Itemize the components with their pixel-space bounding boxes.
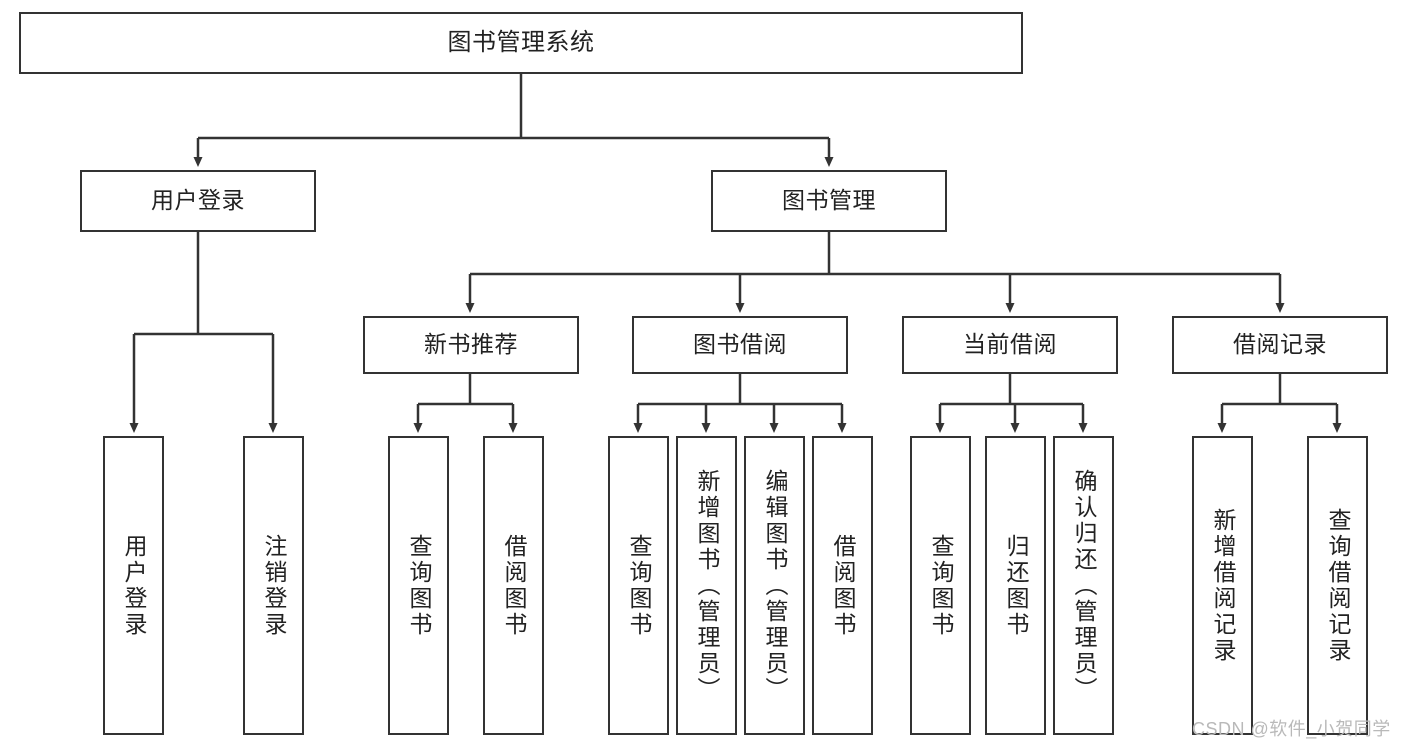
node-leaf-user-logout[interactable]: 注销登录: [243, 436, 304, 735]
node-label: 确认归还（管理员）: [1071, 468, 1097, 703]
node-user-login[interactable]: 用户登录: [80, 170, 316, 232]
node-leaf-add-book[interactable]: 新增图书（管理员）: [676, 436, 737, 735]
node-leaf-add-record[interactable]: 新增借阅记录: [1192, 436, 1253, 735]
node-label: 新书推荐: [424, 331, 518, 358]
node-label: 图书管理系统: [447, 28, 595, 56]
node-root-system[interactable]: 图书管理系统: [19, 12, 1023, 74]
node-borrow-record[interactable]: 借阅记录: [1172, 316, 1388, 374]
node-leaf-query-book-2[interactable]: 查询图书: [608, 436, 669, 735]
node-leaf-edit-book[interactable]: 编辑图书（管理员）: [744, 436, 805, 735]
node-leaf-query-book-3[interactable]: 查询图书: [910, 436, 971, 735]
node-leaf-return-book[interactable]: 归还图书: [985, 436, 1046, 735]
node-label: 新增图书（管理员）: [694, 468, 720, 703]
node-leaf-query-book-1[interactable]: 查询图书: [388, 436, 449, 735]
node-label: 借阅图书: [830, 533, 856, 638]
node-leaf-user-login[interactable]: 用户登录: [103, 436, 164, 735]
csdn-watermark: CSDN @软件_小贺同学: [1192, 719, 1391, 739]
node-label: 新增借阅记录: [1210, 507, 1236, 664]
node-label: 归还图书: [1003, 533, 1029, 638]
node-leaf-borrow-book-1[interactable]: 借阅图书: [483, 436, 544, 735]
node-new-book-recommend[interactable]: 新书推荐: [363, 316, 579, 374]
node-label: 图书管理: [782, 187, 876, 214]
node-label: 编辑图书（管理员）: [762, 468, 788, 703]
node-leaf-confirm-return[interactable]: 确认归还（管理员）: [1053, 436, 1114, 735]
node-label: 查询图书: [626, 533, 652, 638]
node-label: 查询图书: [406, 533, 432, 638]
node-label: 图书借阅: [693, 331, 787, 358]
node-label: 借阅记录: [1233, 331, 1327, 358]
node-label: 用户登录: [151, 187, 245, 214]
node-label: 当前借阅: [963, 331, 1057, 358]
node-book-borrow[interactable]: 图书借阅: [632, 316, 848, 374]
node-current-borrow[interactable]: 当前借阅: [902, 316, 1118, 374]
node-label: 用户登录: [121, 533, 147, 638]
node-label: 借阅图书: [501, 533, 527, 638]
node-label: 注销登录: [261, 533, 287, 638]
node-label: 查询图书: [928, 533, 954, 638]
node-leaf-query-record[interactable]: 查询借阅记录: [1307, 436, 1368, 735]
node-label: 查询借阅记录: [1325, 507, 1351, 664]
node-book-manage[interactable]: 图书管理: [711, 170, 947, 232]
node-leaf-borrow-book-2[interactable]: 借阅图书: [812, 436, 873, 735]
